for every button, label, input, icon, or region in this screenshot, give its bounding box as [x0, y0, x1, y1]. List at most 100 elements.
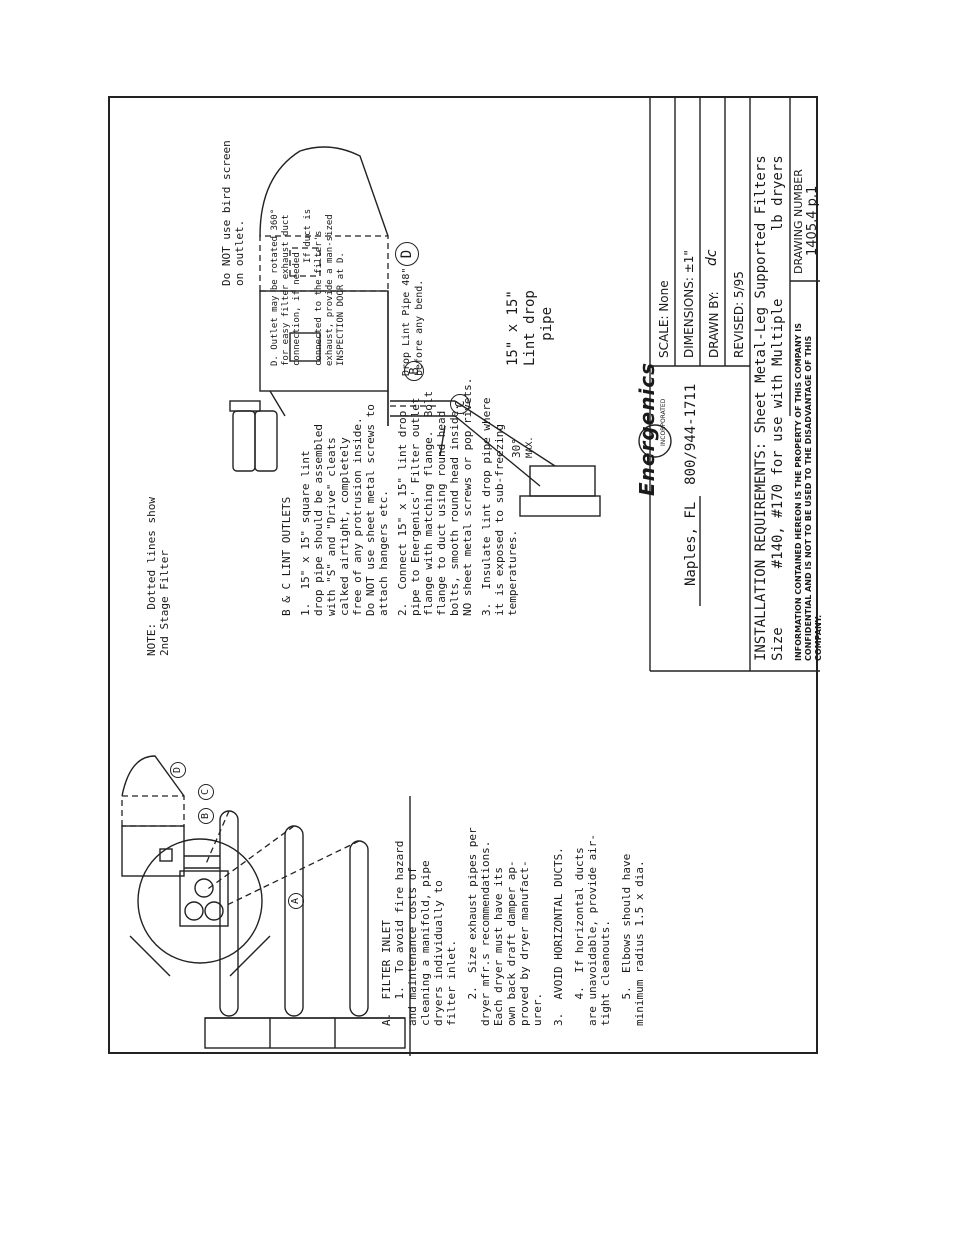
second-stage-filter [121, 795, 185, 827]
logo-circle [638, 424, 672, 458]
instruction-item: 3. Insulate lint drop pipe where it is e… [480, 378, 519, 616]
note-line: Do NOT use bird screen [220, 140, 233, 286]
marker-d-main: D [395, 242, 419, 266]
instruction-line: bolts, smooth round head inside. [448, 404, 461, 616]
rotated-drawing-canvas: A B C D B C D NOTE: Dotted lines show 2n… [110, 98, 823, 1056]
instruction-line: 3. AVOID HORIZONTAL DUCTS. [552, 847, 565, 1026]
instruction-line: 2. Connect 15" x 15" lint drop [396, 410, 409, 616]
note-line: INSPECTION DOOR at D. [336, 252, 346, 366]
lint-drop-pipe-bend [454, 415, 541, 487]
instruction-line: 5. Elbows should have [620, 853, 633, 1026]
inlet-pipe [232, 410, 256, 472]
dryer-bank [204, 1017, 406, 1049]
note-line: exhaust, provide a man-sized [325, 214, 335, 366]
company-logo-mark [638, 424, 672, 458]
lint-collector [519, 495, 601, 517]
filter-cone-edge [229, 935, 271, 977]
note-line: Drop Lint Pipe 48" [401, 267, 412, 376]
title-revised: REVISED: 5/95 [732, 271, 746, 358]
label-lint-drop-pipe: 15" x 15" Lint drop pipe [505, 290, 556, 366]
company-logo-sub: INCORPORATED [660, 398, 667, 446]
filter-body-circle [137, 838, 263, 964]
note-line: NOTE: Dotted lines show [145, 497, 158, 656]
section-heading: B & C LINT OUTLETS [280, 496, 293, 616]
instruction-line: flange to duct using round head [435, 410, 448, 616]
instruction-item: 3. AVOID HORIZONTAL DUCTS. [552, 827, 565, 1026]
title-dimensions: DIMENSIONS: ±1" [682, 250, 696, 358]
instruction-line: flange with matching flange. Bolt [422, 390, 435, 616]
inlet-port [204, 901, 224, 921]
instruction-line: NO sheet metal screws or pop rivets. [461, 377, 474, 616]
note-bird-screen: Do NOT use bird screen on outlet. [220, 140, 246, 286]
company-location: Naples, FL 800/944-1711 [683, 383, 699, 586]
drawing-number-label: DRAWING NUMBER [792, 169, 805, 274]
second-stage-door [289, 247, 321, 277]
instruction-line: cleaning a manifold, pipe [419, 860, 432, 1026]
instruction-line: drop pipe should be assembled [312, 423, 325, 616]
instruction-line: with "S" and "Drive" cleats [325, 437, 338, 616]
dryer-exhaust-pipe [349, 840, 369, 1017]
instruction-line: calked airtight, completely [338, 437, 351, 616]
instruction-line: minimum radius 1.5 x dia. [633, 860, 646, 1026]
note-dotted-lines: NOTE: Dotted lines show 2nd Stage Filter [145, 497, 171, 656]
section-heading: A. FILTER INLET [380, 920, 393, 1026]
instruction-line: 3. Insulate lint drop pipe where [480, 397, 493, 616]
instruction-line: 4. If horizontal ducts [573, 847, 586, 1026]
title-drawn-by-initials: dc [704, 249, 720, 266]
instruction-item: 1. 15" x 15" square lint drop pipe shoul… [299, 378, 390, 616]
note-line: connection, if needed [292, 252, 302, 366]
instruction-line: proved by dryer manufact- [518, 860, 531, 1026]
title-block-lines [649, 98, 820, 672]
instruction-item: 5. Elbows should have minimum radius 1.5… [620, 827, 646, 1026]
title-scale: SCALE: None [657, 280, 671, 358]
note-line: on outlet. [233, 219, 246, 286]
instruction-line: urer. [531, 992, 544, 1026]
instruction-item: 2. Size exhaust pipes per dryer mfr.s re… [466, 827, 544, 1026]
inlet-port [184, 901, 204, 921]
instruction-line: attach hangers etc. [377, 490, 390, 616]
main-filter-side-view [229, 146, 601, 517]
dryers-row [204, 796, 411, 1056]
filter-housing [121, 825, 185, 877]
instruction-line: free of any protrusion inside. [351, 417, 364, 616]
instruction-line: pipe to Energenics' Filter outlet [409, 397, 422, 616]
pipe-routing-dashed [204, 810, 230, 867]
second-stage-filter [259, 235, 389, 292]
instruction-line: it is exposed to sub-freezing [493, 423, 506, 616]
instruction-line: 2. Size exhaust pipes per [466, 827, 479, 1026]
diagram-line-art [121, 98, 820, 1056]
pipe-routing-dashed [204, 825, 295, 892]
drawing-title-line-2: Size #140, #170 for use with Multiple lb… [770, 155, 786, 661]
drawing-sheet: A B C D B C D NOTE: Dotted lines show 2n… [108, 96, 823, 1056]
title-drawn-by: DRAWN BY: [707, 291, 721, 358]
confidential-line: CONFIDENTIAL AND IS NOT TO BE USED TO TH… [804, 335, 813, 661]
instruction-line: dryers individually to [432, 880, 445, 1026]
note-line: D. Outlet may be rotated 360° [270, 208, 280, 366]
drawing-title-line-1: INSTALLATION REQUIREMENTS: Sheet Metal-L… [753, 155, 769, 661]
access-door [289, 332, 321, 362]
marker-c: C [198, 784, 214, 800]
overview-filter-inlet [129, 838, 271, 977]
marker-d: D [170, 762, 186, 778]
lint-outlets-instructions: B & C LINT OUTLETS 1. 15" x 15" square l… [280, 378, 519, 616]
dryer-exhaust-pipe [284, 825, 304, 1017]
note-line: connected to the filter's [314, 230, 324, 366]
lint-drop-pipe-outlet [529, 465, 596, 497]
note-outlet-d: D. Outlet may be rotated 360° for easy f… [270, 209, 347, 366]
note-drop-lint-pipe: Drop Lint Pipe 48" before any bend. [400, 268, 426, 376]
inlet-port [194, 878, 214, 898]
instruction-line: own back draft damper ap- [505, 860, 518, 1026]
outlet-hood [259, 146, 389, 237]
note-line: before any bend. [414, 279, 425, 376]
lint-drop-pipe-bend [454, 400, 556, 467]
pipe-label-line: 15" x 15" [505, 290, 521, 366]
filter-hopper [269, 390, 286, 417]
confidential-notice: INFORMATION CONTAINED HEREON IS THE PROP… [794, 323, 824, 661]
marker-a: A [288, 893, 304, 909]
instruction-line: temperatures. [506, 529, 519, 616]
confidential-line: INFORMATION CONTAINED HEREON IS THE PROP… [794, 323, 803, 661]
instruction-line: Each dryer must have its [492, 867, 505, 1026]
angle-arc [439, 425, 446, 457]
filter-inlet-instructions: A. FILTER INLET 1. To avoid fire hazard … [380, 827, 646, 1026]
pipe-label-line: Lint drop [522, 290, 538, 366]
